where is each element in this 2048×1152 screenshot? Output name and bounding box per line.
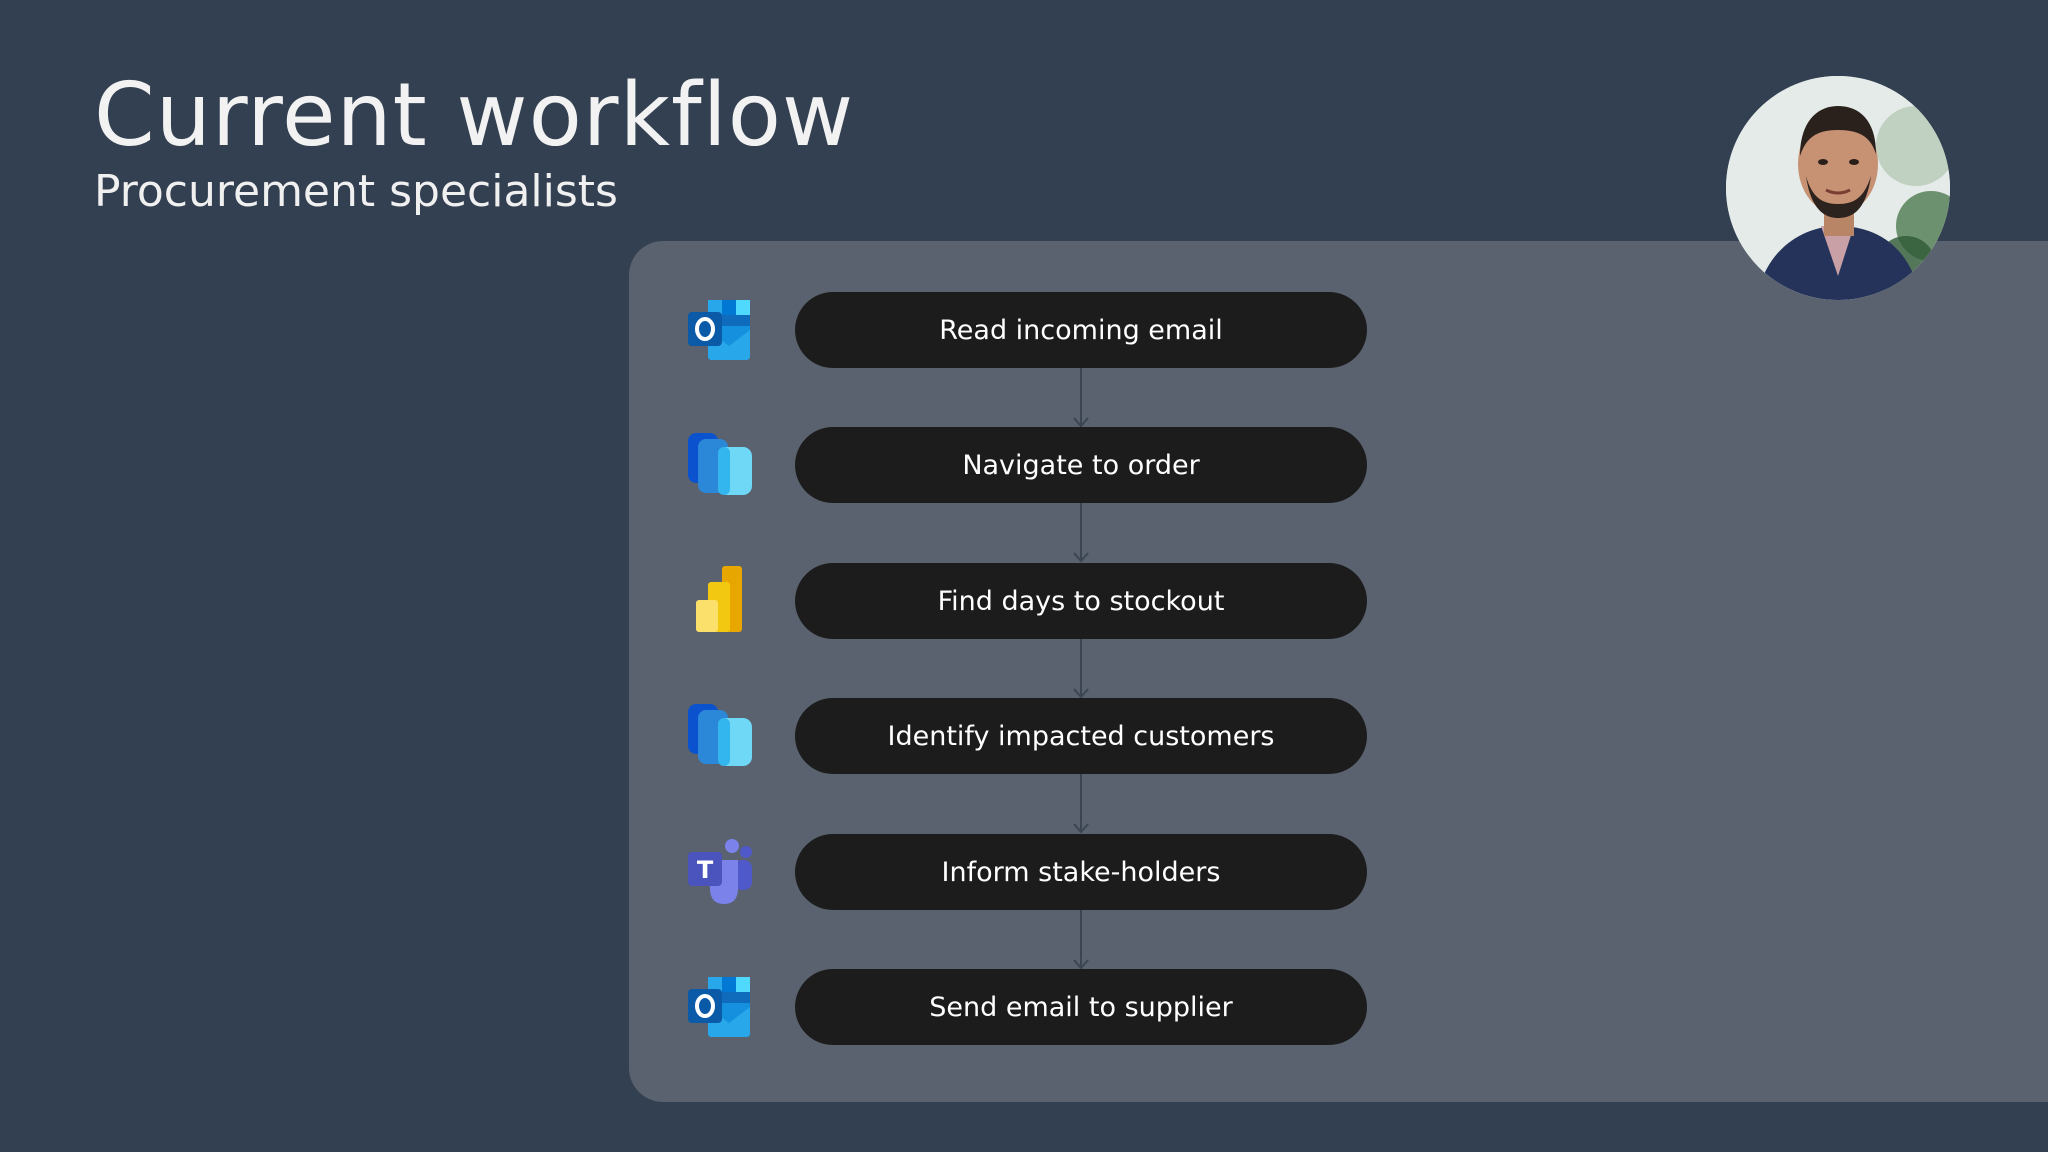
dynamics-icon <box>686 431 754 499</box>
connector-arrow-5 <box>1073 910 1089 970</box>
connector-arrow-2 <box>1073 503 1089 563</box>
workflow-step-3: Find days to stockout <box>795 563 1367 639</box>
workflow-panel <box>629 241 2048 1102</box>
dynamics-icon <box>686 702 754 770</box>
teams-icon: T <box>686 838 754 906</box>
workflow-step-4: Identify impacted customers <box>795 698 1367 774</box>
connector-arrow-4 <box>1073 774 1089 834</box>
outlook-icon <box>686 973 754 1041</box>
presenter-avatar <box>1726 76 1950 300</box>
slide-subtitle: Procurement specialists <box>94 166 618 217</box>
slide-title: Current workflow <box>94 64 855 166</box>
workflow-step-5: Inform stake-holders <box>795 834 1367 910</box>
connector-arrow-3 <box>1073 639 1089 699</box>
workflow-step-1: Read incoming email <box>795 292 1367 368</box>
workflow-step-2: Navigate to order <box>795 427 1367 503</box>
outlook-icon <box>686 296 754 364</box>
workflow-step-6: Send email to supplier <box>795 969 1367 1045</box>
connector-arrow-1 <box>1073 368 1089 428</box>
svg-text:T: T <box>697 856 714 884</box>
power-bi-icon <box>686 566 754 634</box>
